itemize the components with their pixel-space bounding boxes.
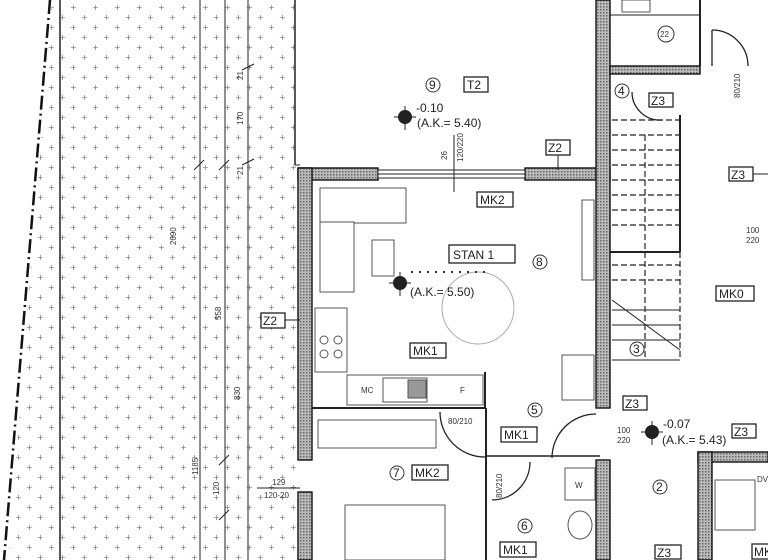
- svg-text:80/210: 80/210: [733, 73, 742, 98]
- svg-text:MK1: MK1: [504, 428, 529, 442]
- svg-text:5: 5: [531, 403, 538, 417]
- svg-text:DV: DV: [757, 475, 768, 484]
- svg-text:2090: 2090: [169, 227, 178, 245]
- svg-text:80/210: 80/210: [448, 417, 473, 426]
- svg-text:220: 220: [746, 236, 760, 245]
- svg-text:3: 3: [633, 342, 640, 356]
- svg-text:2: 2: [656, 480, 663, 494]
- svg-text:MK1: MK1: [503, 543, 528, 557]
- partitions: [312, 0, 701, 560]
- svg-text:100: 100: [617, 426, 631, 435]
- svg-text:(A.K.= 5.40): (A.K.= 5.40): [417, 116, 481, 130]
- svg-text:Z2: Z2: [548, 141, 562, 155]
- property-line: [2, 0, 52, 560]
- svg-text:170: 170: [236, 111, 245, 125]
- svg-text:4: 4: [618, 84, 625, 98]
- svg-text:Z3: Z3: [731, 168, 745, 182]
- svg-text:9: 9: [429, 78, 436, 92]
- dimension-lines: [59, 0, 255, 560]
- svg-text:830: 830: [233, 386, 242, 400]
- svg-text:Z2: Z2: [263, 314, 277, 328]
- svg-text:MK: MK: [754, 545, 768, 559]
- svg-text:T2: T2: [467, 78, 481, 92]
- svg-text:Z3: Z3: [651, 94, 665, 108]
- level-marker: -0.07 (A.K.= 5.43): [641, 417, 726, 447]
- svg-text:MC: MC: [361, 386, 374, 395]
- dimension-labels: 21 170 21 2090 558 830 1185 120 129 120-…: [169, 71, 300, 500]
- svg-text:MK0: MK0: [719, 287, 744, 301]
- svg-text:Z3: Z3: [734, 425, 748, 439]
- opening-labels: 26 120/220 80/210 80/210 100 220 100 220…: [440, 73, 760, 498]
- finish-tags: T2 MK2 STAN 1 MK1 MK1 MK2 MK1 Z3 MK0 Z3 …: [260, 76, 768, 560]
- svg-text:MK2: MK2: [480, 193, 505, 207]
- svg-text:W: W: [575, 481, 583, 490]
- svg-text:21: 21: [236, 166, 245, 175]
- level-marker: (A.K.= 5.50): [389, 271, 490, 299]
- svg-text:Z3: Z3: [625, 397, 639, 411]
- svg-text:6: 6: [521, 519, 528, 533]
- svg-text:STAN 1: STAN 1: [453, 248, 494, 262]
- svg-text:120/220: 120/220: [456, 133, 465, 162]
- room-numbers: 9 8 5 7 6 4 3 2 22: [389, 25, 675, 534]
- svg-text:1185: 1185: [191, 457, 200, 475]
- svg-text:129: 129: [272, 478, 286, 487]
- level-marker: -0.10 (A.K.= 5.40): [394, 101, 481, 130]
- svg-text:8: 8: [536, 255, 543, 269]
- svg-text:80/210: 80/210: [495, 473, 504, 498]
- furniture: [314, 0, 756, 560]
- svg-text:26: 26: [440, 151, 449, 160]
- svg-text:120: 120: [212, 481, 221, 495]
- svg-text:21: 21: [236, 71, 245, 80]
- garden-area: [8, 0, 298, 560]
- svg-text:220: 220: [617, 436, 631, 445]
- svg-text:Z3: Z3: [657, 546, 671, 560]
- svg-text:-0.07: -0.07: [663, 417, 691, 431]
- staircase: [612, 119, 681, 360]
- svg-text:7: 7: [393, 466, 400, 480]
- door-swings: [439, 29, 749, 501]
- svg-text:120-20: 120-20: [264, 491, 289, 500]
- walls: [297, 0, 768, 560]
- svg-text:(A.K.= 5.50): (A.K.= 5.50): [410, 285, 474, 299]
- stair-treads: [611, 299, 681, 361]
- fixture-labels: MC F W DV: [361, 386, 768, 490]
- svg-text:22: 22: [660, 30, 669, 39]
- svg-text:558: 558: [214, 306, 223, 320]
- svg-text:-0.10: -0.10: [416, 101, 444, 115]
- svg-text:F: F: [460, 386, 465, 395]
- svg-text:100: 100: [746, 226, 760, 235]
- svg-text:MK2: MK2: [415, 466, 440, 480]
- svg-text:MK1: MK1: [413, 344, 438, 358]
- svg-text:(A.K.= 5.43): (A.K.= 5.43): [662, 433, 726, 447]
